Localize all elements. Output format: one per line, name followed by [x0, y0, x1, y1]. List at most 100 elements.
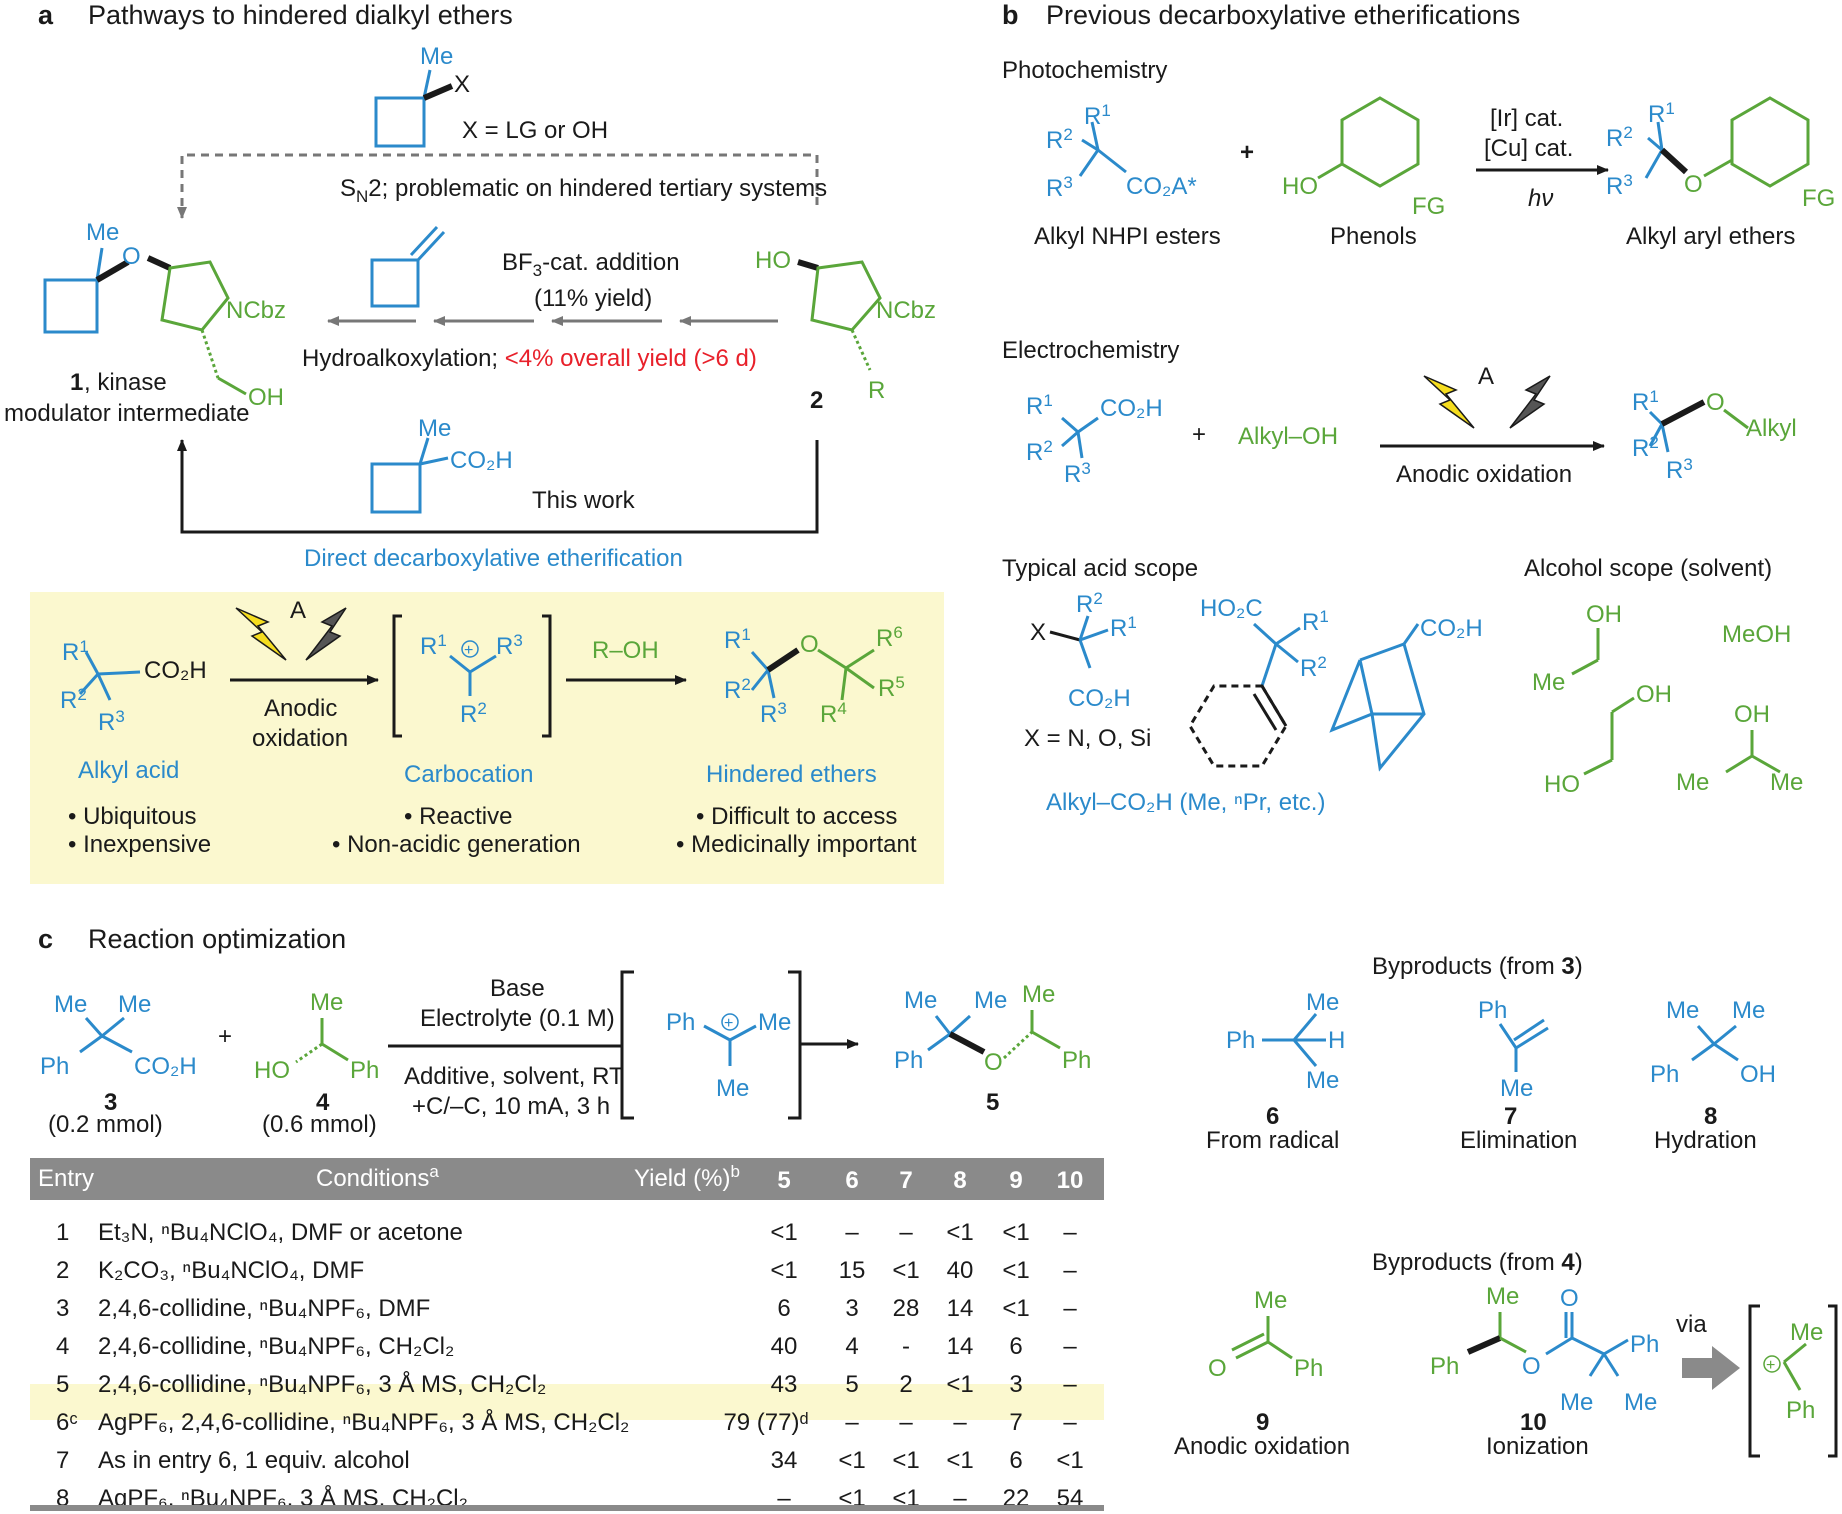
row-conditions: 2,4,6-collidine, ⁿBu₄NPF₆, 3 Å MS, CH₂Cl…	[98, 1370, 546, 1398]
r2-label: R2	[1076, 589, 1103, 618]
co2h-label: CO₂H	[1068, 685, 1131, 712]
row-entry: 7	[56, 1447, 69, 1474]
me-label: Me	[54, 991, 87, 1018]
header-col-8: 8	[953, 1167, 966, 1194]
bullet-difficult: • Difficult to access	[696, 803, 897, 830]
ph-label: Ph	[894, 1047, 923, 1074]
me-label: Me	[974, 987, 1007, 1014]
ho-label: HO	[755, 247, 791, 274]
row-value-8: 14	[947, 1333, 974, 1360]
electrochemistry-heading: Electrochemistry	[1002, 337, 1179, 364]
me-label: Me	[1532, 669, 1565, 696]
plus-sign: +	[218, 1023, 232, 1050]
oxygen-label: O	[122, 243, 141, 270]
row-value-7: 2	[899, 1371, 912, 1398]
me-label: Me	[1560, 1389, 1593, 1416]
row-value-9: <1	[1002, 1219, 1029, 1246]
ho-label: HO	[1282, 173, 1318, 200]
anodic-label: Anodic	[264, 695, 337, 722]
bullet-inexpensive: • Inexpensive	[68, 831, 211, 858]
ampere-label: A	[1478, 363, 1494, 390]
oxygen-label: O	[984, 1049, 1003, 1076]
oxygen-label: O	[1522, 1353, 1541, 1380]
ph-label: Ph	[1430, 1353, 1459, 1380]
compound-3-structure: Me Me Ph CO₂H	[40, 991, 197, 1080]
byproduct-10-label: Ionization	[1486, 1433, 1589, 1460]
header-col-5: 5	[777, 1167, 790, 1194]
me-label: Me	[1732, 997, 1765, 1024]
hv-label: hν	[1528, 185, 1553, 212]
table-header-bar	[30, 1158, 1104, 1200]
phenols-label: Phenols	[1330, 223, 1417, 250]
r1-label: R1	[1084, 101, 1111, 130]
r4-label: R4	[820, 699, 847, 728]
me-label: Me	[310, 989, 343, 1016]
me-label: Me	[1770, 769, 1803, 796]
bullet-medicinal: • Medicinally important	[676, 831, 917, 858]
svg-text:+: +	[464, 642, 473, 659]
hydroalkoxylation-label: Hydroalkoxylation; <4% overall yield (>6…	[302, 345, 757, 372]
oxygen-label: O	[1706, 389, 1725, 416]
panel-c-letter: c	[38, 924, 53, 954]
electro-lightning-icons	[1423, 375, 1551, 429]
row-value-10: –	[1063, 1371, 1077, 1398]
r1-label: R1	[1026, 391, 1053, 420]
me-label: Me	[1790, 1319, 1823, 1346]
row-value-9: <1	[1002, 1257, 1029, 1284]
alkyl-co2h-label: Alkyl–CO₂H (Me, ⁿPr, etc.)	[1046, 789, 1325, 816]
row-value-8: <1	[946, 1219, 973, 1246]
row-value-6: <1	[838, 1447, 865, 1474]
methylenecyclobutane-structure	[370, 225, 446, 308]
ph-label: Ph	[1226, 1027, 1255, 1054]
row-value-6: 15	[839, 1257, 866, 1284]
co2h-label: CO₂H	[450, 447, 513, 474]
compound-1-label: , kinase	[84, 369, 167, 396]
oh-label: OH	[1734, 701, 1770, 728]
row-value-6: –	[845, 1409, 859, 1436]
phenol-structure: HO FG	[1282, 96, 1445, 220]
row-value-9: 6	[1009, 1333, 1022, 1360]
ph-label: Ph	[1062, 1047, 1091, 1074]
byproduct-7-label: Elimination	[1460, 1127, 1577, 1154]
x-label: X	[454, 71, 470, 98]
x-definition: X = LG or OH	[462, 117, 608, 144]
x-definition: X = N, O, Si	[1024, 725, 1151, 752]
row-value-6: 5	[845, 1371, 858, 1398]
ncbz-label: NCbz	[876, 297, 936, 324]
cyclobutanecarboxylic-acid-structure: Me CO₂H	[370, 415, 513, 514]
ampere-label: A	[290, 597, 306, 624]
me-label: Me	[1486, 1283, 1519, 1310]
row-value-5: <1	[770, 1219, 797, 1246]
intermediate-cation-structure: Ph + Me Me	[620, 970, 802, 1120]
compound-5-structure: Me Me Ph O Me Ph	[894, 981, 1091, 1076]
co2h-label: CO₂H	[134, 1053, 197, 1080]
ph-label: Ph	[40, 1053, 69, 1080]
bf3-label: BF3-cat. addition	[502, 249, 680, 280]
r2-label: R2	[1026, 437, 1053, 466]
nhpi-label: Alkyl NHPI esters	[1034, 223, 1221, 250]
me-label: Me	[1254, 1287, 1287, 1314]
header-col-6: 6	[845, 1167, 858, 1194]
x-label: X	[1030, 619, 1046, 646]
svg-text:+: +	[1766, 1357, 1775, 1374]
fg-label: FG	[1802, 185, 1835, 212]
carbocation-label: Carbocation	[404, 761, 533, 788]
bullet-reactive: • Reactive	[404, 803, 512, 830]
row-value-5: 43	[771, 1371, 798, 1398]
me-label: Me	[418, 415, 451, 442]
byproduct-8-structure: Me Me Ph OH	[1650, 997, 1776, 1088]
row-value-5: <1	[770, 1257, 797, 1284]
row-value-10: –	[1063, 1219, 1077, 1246]
yellow-lightning-icon	[235, 607, 287, 661]
row-value-8: 40	[947, 1257, 974, 1284]
row-conditions: As in entry 6, 1 equiv. alcohol	[98, 1447, 410, 1474]
row-value-5: 79 (77)ᵈ	[723, 1409, 808, 1436]
anodic-oxidation-label: Anodic oxidation	[1396, 461, 1572, 488]
bullet-ubiquitous: • Ubiquitous	[68, 803, 196, 830]
highlight-row-6	[30, 1384, 1104, 1420]
r1-label: R1	[1648, 99, 1675, 128]
